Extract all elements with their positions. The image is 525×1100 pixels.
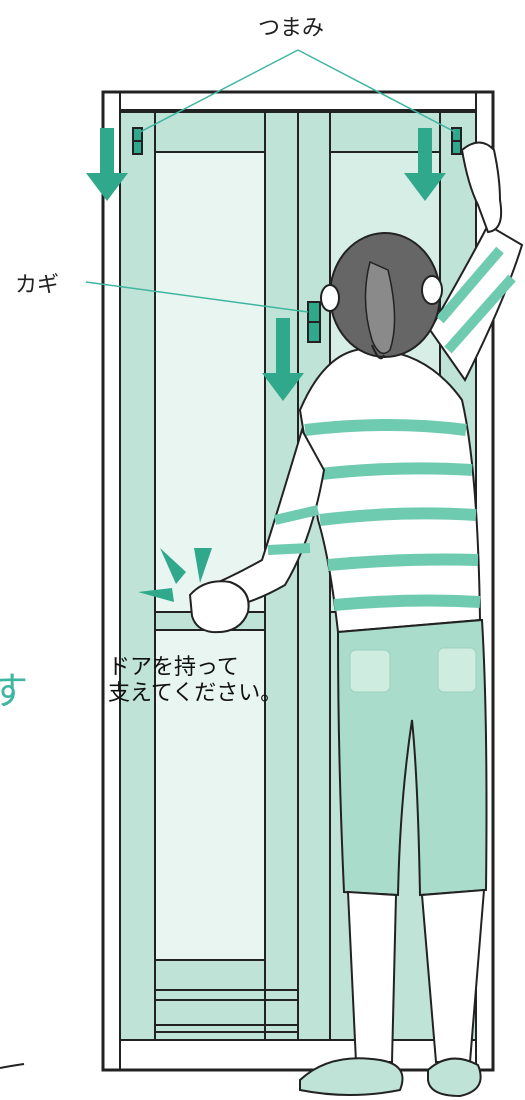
- down-arrow-icon: [404, 128, 446, 201]
- emphasis-marks: [138, 548, 212, 602]
- lock-label: カギ: [15, 273, 60, 298]
- down-arrow-icon: [262, 318, 304, 401]
- instruction-line-2: 支えてください。: [108, 681, 283, 706]
- instruction-line-1: ドアを持って: [108, 655, 239, 680]
- edge-fragment: [0, 1063, 25, 1069]
- person: [188, 141, 524, 1098]
- knob-label: つまみ: [258, 16, 325, 41]
- cropped-edge-char: す: [0, 669, 29, 713]
- down-arrow-icon: [86, 128, 128, 201]
- leader-lines: [85, 49, 456, 313]
